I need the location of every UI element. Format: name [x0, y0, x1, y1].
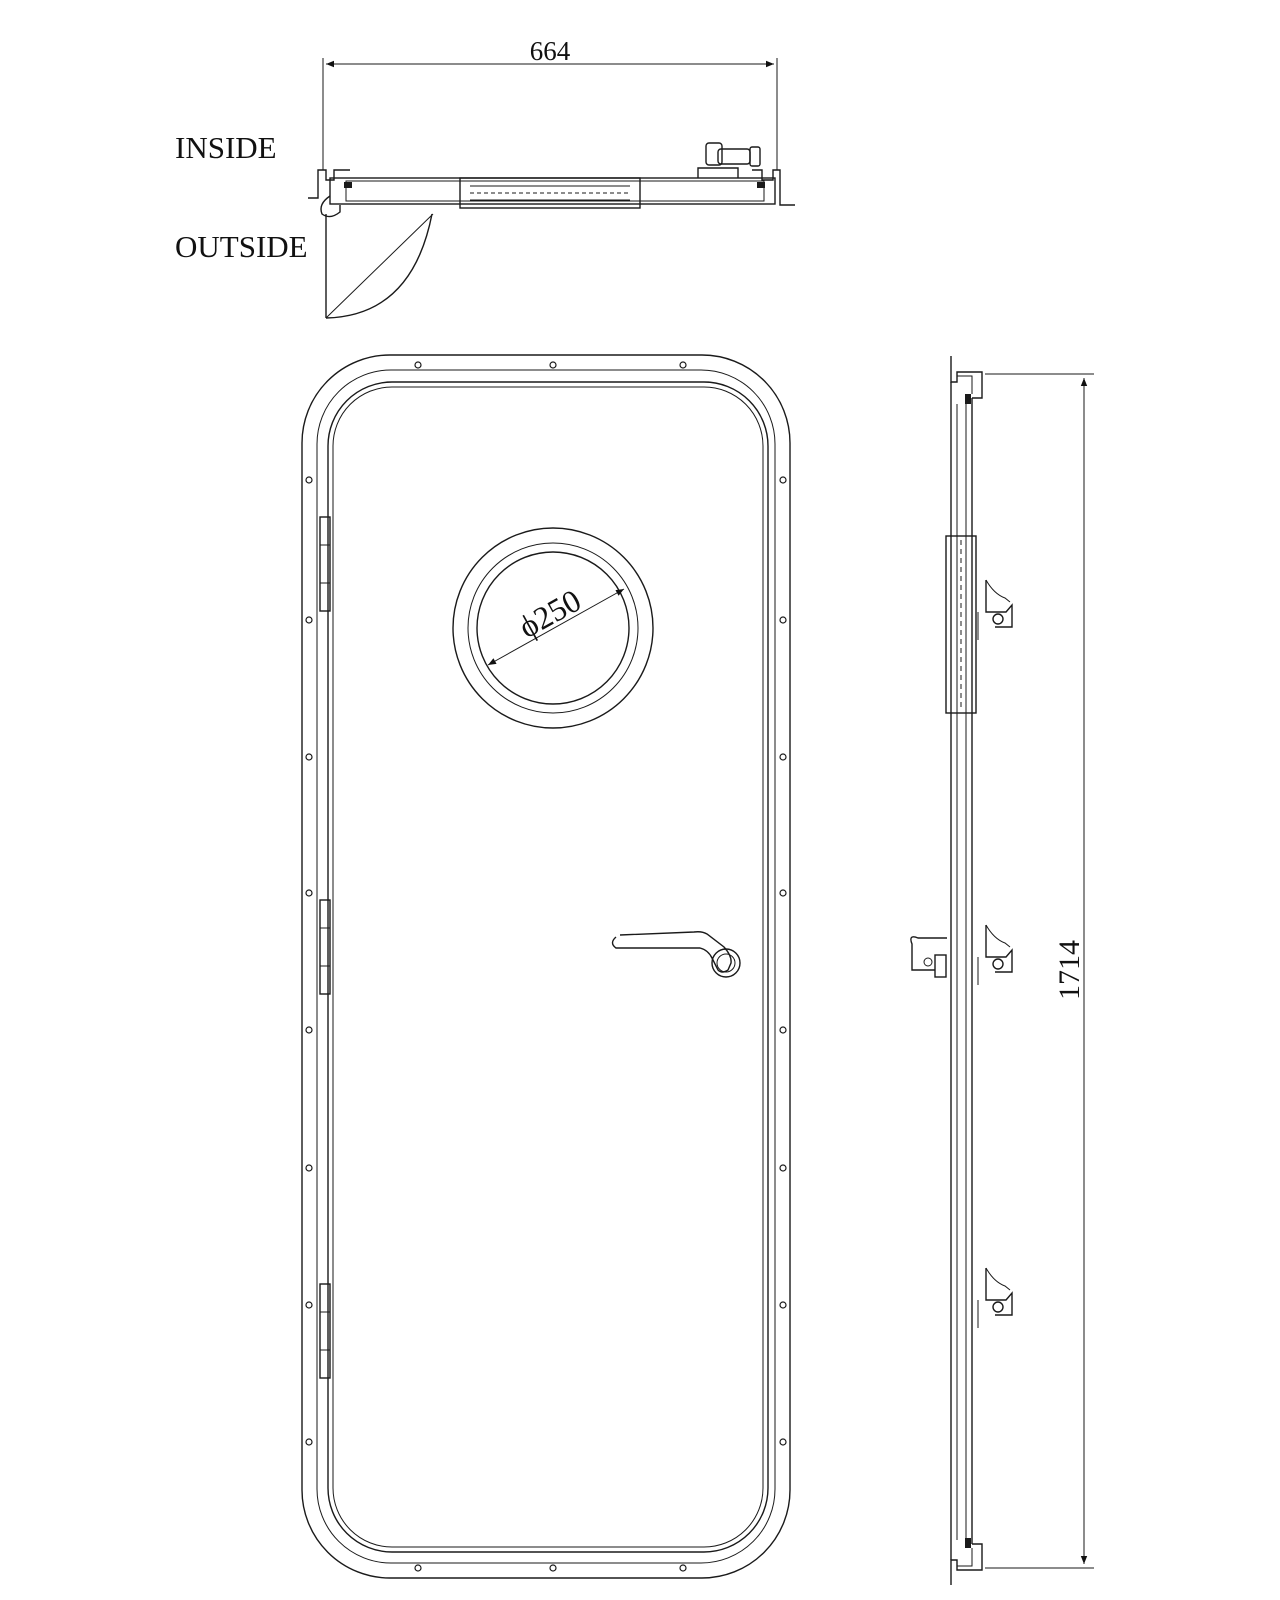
side-door-leaf [945, 382, 977, 1560]
door-swing-arc [325, 213, 434, 319]
door-handle [611, 931, 741, 978]
plan-frame-section [308, 142, 795, 218]
height-dimension-label: 1714 [1053, 940, 1086, 1000]
front-view: ϕ250 [301, 354, 791, 1579]
hinges [319, 516, 331, 1379]
side-latch-middle [910, 924, 1013, 985]
frame-bolts [305, 361, 787, 1572]
plan-handle [697, 142, 761, 178]
plan-view: 664 INSIDE OUTSIDE [175, 36, 795, 319]
seal-right [757, 182, 765, 188]
width-dimension-label: 664 [530, 36, 571, 66]
door-leaf [327, 381, 769, 1553]
width-dimension: 664 [322, 36, 778, 170]
side-latch-lower [977, 1267, 1013, 1328]
height-dimension: 1714 [985, 373, 1094, 1569]
side-view: 1714 [910, 356, 1094, 1585]
outside-label: OUTSIDE [175, 229, 308, 264]
seal-left [344, 182, 352, 188]
inside-label: INSIDE [175, 130, 277, 165]
door-frame [301, 354, 791, 1579]
porthole-diameter-label: ϕ250 [513, 582, 587, 645]
side-latch-upper [977, 579, 1013, 640]
porthole: ϕ250 [452, 527, 654, 729]
